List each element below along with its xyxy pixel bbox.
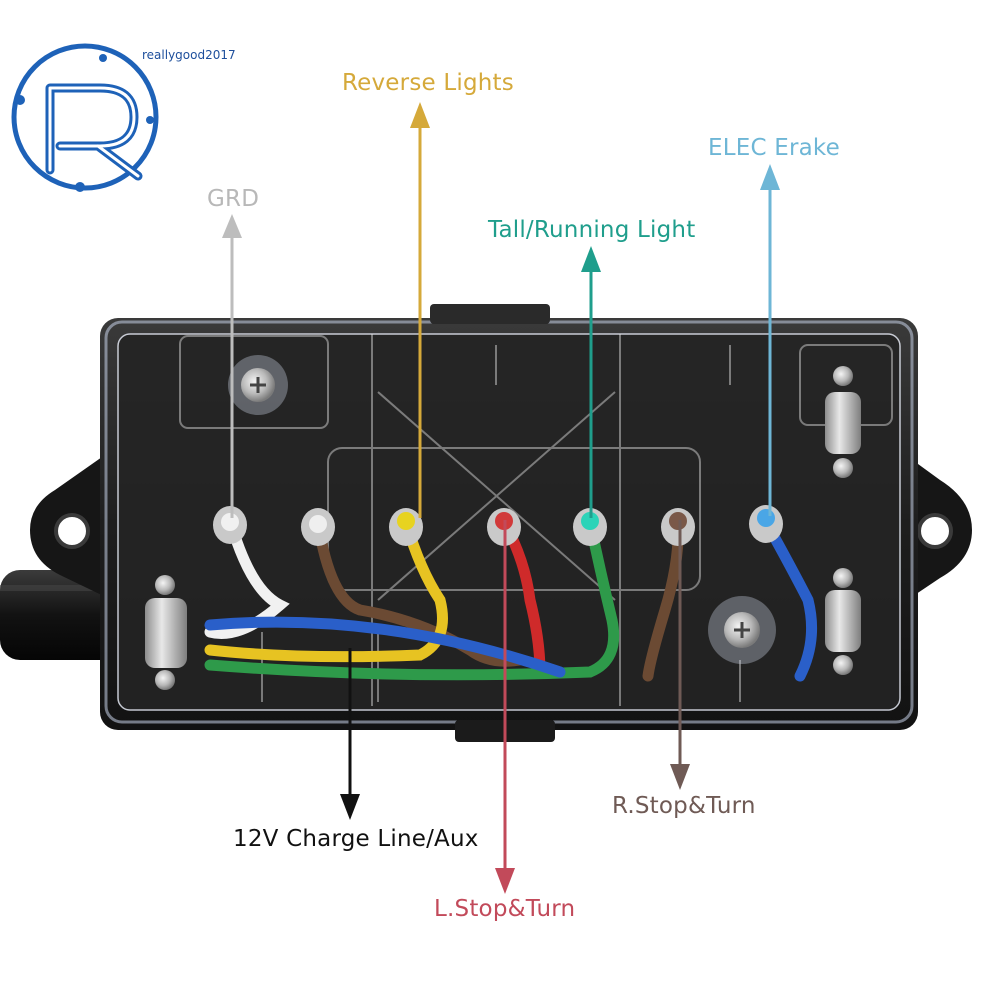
wire-blue2 <box>204 616 566 678</box>
callout-charge-aux <box>340 648 360 820</box>
label-left-stop-turn: L.Stop&Turn <box>434 896 576 922</box>
label-tail-running-light: Tall/Running Light <box>488 217 696 243</box>
terminal-right-turn <box>661 508 695 546</box>
callout-right-stop-turn <box>670 520 690 790</box>
terminal-aux <box>301 508 335 546</box>
wire-red <box>498 516 546 678</box>
wire-yellow <box>204 516 448 663</box>
terminal-brake <box>749 505 783 543</box>
label-charge-line-aux: 12V Charge Line/Aux <box>233 826 479 852</box>
label-right-stop-turn: R.Stop&Turn <box>612 793 756 819</box>
wire-bundle <box>204 514 818 682</box>
mounting-tab-left <box>30 450 112 600</box>
callout-tail-running <box>581 246 601 518</box>
callout-reverse-lights <box>410 102 430 518</box>
brand-logo-text: reallygood2017 <box>142 48 236 62</box>
wire-brown <box>312 516 526 667</box>
terminal-tail <box>573 508 607 546</box>
terminal-row <box>213 505 783 546</box>
terminal-grd <box>213 506 247 544</box>
label-reverse-lights: Reverse Lights <box>342 70 514 96</box>
wire-white <box>204 514 290 639</box>
wire-green <box>204 516 620 681</box>
callout-elec-brake <box>760 164 780 516</box>
terminal-reverse <box>389 508 423 546</box>
label-grd: GRD <box>207 186 260 212</box>
callout-grd <box>222 214 242 518</box>
brand-logo <box>11 43 159 192</box>
callout-left-stop-turn <box>495 520 515 894</box>
wire-blue <box>760 516 818 682</box>
label-elec-brake: ELEC Erake <box>708 135 840 161</box>
